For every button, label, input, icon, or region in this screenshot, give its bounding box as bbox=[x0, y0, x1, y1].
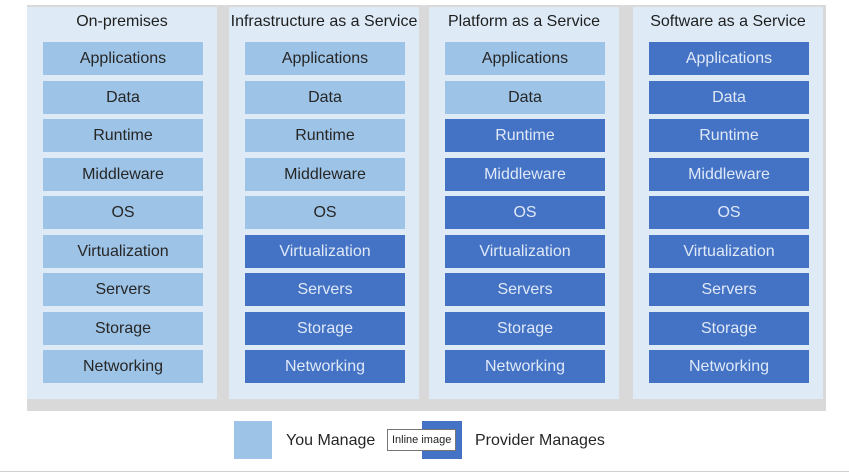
layer-runtime-cell: Runtime bbox=[43, 119, 203, 152]
layer-networking-cell: Networking bbox=[43, 350, 203, 383]
column-title: Software as a Service bbox=[650, 13, 806, 30]
layer-networking-cell: Networking bbox=[245, 350, 405, 383]
layer-runtime-cell: Runtime bbox=[649, 119, 809, 152]
layer-networking-cell: Networking bbox=[649, 350, 809, 383]
layer-applications-cell: Applications bbox=[43, 42, 203, 75]
layer-middleware-cell: Middleware bbox=[43, 157, 203, 191]
layer-storage-cell: Storage bbox=[245, 311, 405, 345]
layer-middleware-cell: Middleware bbox=[649, 157, 809, 191]
layer-os-cell: OS bbox=[445, 196, 605, 229]
inline-image-tooltip: Inline image bbox=[387, 429, 457, 451]
column-title: Platform as a Service bbox=[447, 13, 601, 30]
layer-applications-cell: Applications bbox=[245, 42, 405, 75]
layer-data-cell: Data bbox=[245, 80, 405, 114]
layer-runtime-cell: Runtime bbox=[445, 119, 605, 152]
layer-servers-cell: Servers bbox=[245, 273, 405, 306]
legend-swatch-you-manage bbox=[234, 421, 272, 459]
column-title: Infrastructure as a Service bbox=[230, 13, 418, 30]
layer-applications-cell: Applications bbox=[445, 42, 605, 75]
layer-middleware-cell: Middleware bbox=[245, 157, 405, 191]
layer-virtualization-cell: Virtualization bbox=[245, 234, 405, 268]
layer-middleware-cell: Middleware bbox=[445, 157, 605, 191]
layer-servers-cell: Servers bbox=[445, 273, 605, 306]
layer-os-cell: OS bbox=[43, 196, 203, 229]
column-title: On-premises bbox=[76, 13, 168, 30]
layer-servers-cell: Servers bbox=[649, 273, 809, 306]
bottom-divider bbox=[0, 471, 849, 472]
layer-runtime-cell: Runtime bbox=[245, 119, 405, 152]
layer-data-cell: Data bbox=[649, 80, 809, 114]
layer-storage-cell: Storage bbox=[445, 311, 605, 345]
layer-servers-cell: Servers bbox=[43, 273, 203, 306]
legend-label-you-manage: You Manage bbox=[286, 432, 376, 449]
layer-data-cell: Data bbox=[445, 80, 605, 114]
layer-virtualization-cell: Virtualization bbox=[649, 234, 809, 268]
layer-os-cell: OS bbox=[245, 196, 405, 229]
layer-data-cell: Data bbox=[43, 80, 203, 114]
layer-storage-cell: Storage bbox=[649, 311, 809, 345]
layer-virtualization-cell: Virtualization bbox=[445, 234, 605, 268]
layer-os-cell: OS bbox=[649, 196, 809, 229]
legend-label-provider-manages: Provider Manages bbox=[475, 432, 605, 449]
layer-storage-cell: Storage bbox=[43, 311, 203, 345]
layer-virtualization-cell: Virtualization bbox=[43, 234, 203, 268]
layer-applications-cell: Applications bbox=[649, 42, 809, 75]
layer-networking-cell: Networking bbox=[445, 350, 605, 383]
